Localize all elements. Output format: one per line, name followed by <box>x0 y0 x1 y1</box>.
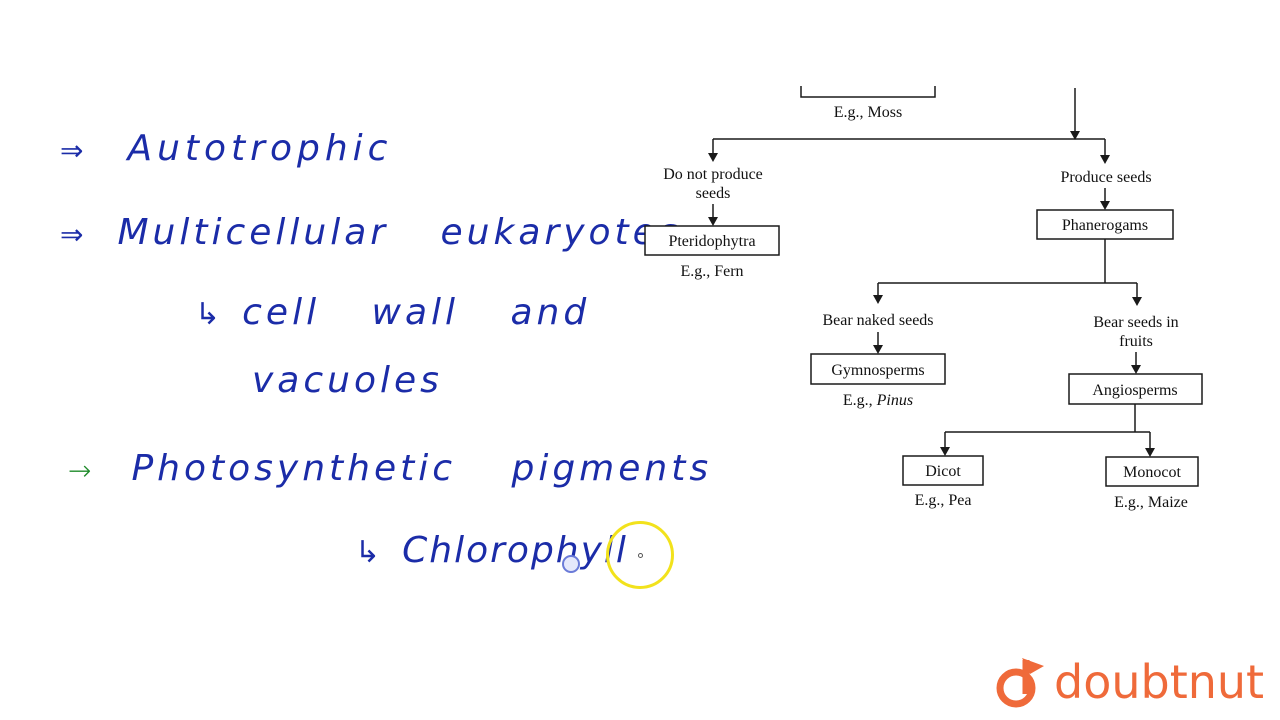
monocot-box <box>1105 456 1199 487</box>
note-text: vacuoles <box>252 360 443 401</box>
arrowhead <box>873 295 883 304</box>
arrowhead <box>708 217 718 226</box>
doubtnut-logo-text: doubtnut <box>1054 655 1265 709</box>
arrowhead <box>940 447 950 456</box>
no-seeds-label-2: seeds <box>696 185 731 202</box>
note-photosynthetic: → Photosynthetic pigments <box>68 448 712 489</box>
doubtnut-logo-icon <box>996 658 1044 708</box>
gymnosperms-label: Gymnosperms <box>831 362 924 379</box>
pen-tip-marker <box>562 555 580 573</box>
note-text: Autotrophic <box>127 128 393 169</box>
phanerogams-label: Phanerogams <box>1062 217 1148 234</box>
arrowhead <box>1070 131 1080 140</box>
doubtnut-logo: doubtnut <box>992 650 1264 714</box>
gymnosperms-box <box>810 353 946 385</box>
fruits-label-2: fruits <box>1119 333 1153 350</box>
arrowhead <box>873 345 883 354</box>
dicot-box <box>902 455 984 486</box>
maize-example: E.g., Maize <box>1114 494 1188 511</box>
cursor-pointer <box>638 553 643 558</box>
note-vacuoles: vacuoles <box>252 360 443 401</box>
pinus-prefix: E.g., <box>843 392 877 409</box>
pinus-name: Pinus <box>876 392 913 409</box>
implies-arrow-icon: ⇒ <box>60 134 88 167</box>
hook-arrow-icon: ↳ <box>355 535 385 570</box>
arrowhead <box>1131 365 1141 374</box>
hook-arrow-icon: ↳ <box>195 297 225 332</box>
naked-seeds-label: Bear naked seeds <box>822 312 933 329</box>
pea-example: E.g., Pea <box>915 492 972 509</box>
note-text: Multicellular eukaryotes <box>117 212 682 253</box>
note-text: cell wall and <box>242 292 591 333</box>
angiosperms-label: Angiosperms <box>1092 382 1177 399</box>
arrowhead <box>1132 297 1142 306</box>
cursor-highlight-ring <box>606 521 674 589</box>
fruits-label-1: Bear seeds in <box>1093 314 1178 331</box>
arrowhead <box>1145 448 1155 457</box>
arrowhead <box>708 153 718 162</box>
green-arrow-icon: → <box>68 454 96 487</box>
handwritten-notes: ⇒ Autotrophic ⇒ Multicellular eukaryotes ↳… <box>60 128 708 571</box>
note-text: Chlorophyll <box>402 530 628 571</box>
pinus-example: E.g., Pinus <box>843 392 913 409</box>
pteridophytra-label: Pteridophytra <box>668 233 755 250</box>
note-chlorophyll: ↳ Chlorophyll <box>355 530 628 571</box>
implies-arrow-icon: ⇒ <box>60 218 88 251</box>
angiosperms-box <box>1068 373 1203 405</box>
arrowhead <box>1100 155 1110 164</box>
note-text: Photosynthetic pigments <box>131 448 713 489</box>
note-cell-wall: ↳ cell wall and <box>195 292 590 333</box>
note-autotrophic: ⇒ Autotrophic <box>60 128 392 169</box>
fern-example: E.g., Fern <box>680 263 743 280</box>
bryophyta-box-partial <box>800 86 936 98</box>
dicot-label: Dicot <box>925 463 961 480</box>
produce-seeds-label: Produce seeds <box>1060 169 1151 186</box>
arrowhead <box>1100 201 1110 210</box>
monocot-label: Monocot <box>1123 464 1181 481</box>
no-seeds-label-1: Do not produce <box>663 166 763 183</box>
note-multicellular: ⇒ Multicellular eukaryotes <box>60 212 682 253</box>
pteridophytra-box <box>644 225 780 256</box>
moss-example: E.g., Moss <box>834 104 902 121</box>
